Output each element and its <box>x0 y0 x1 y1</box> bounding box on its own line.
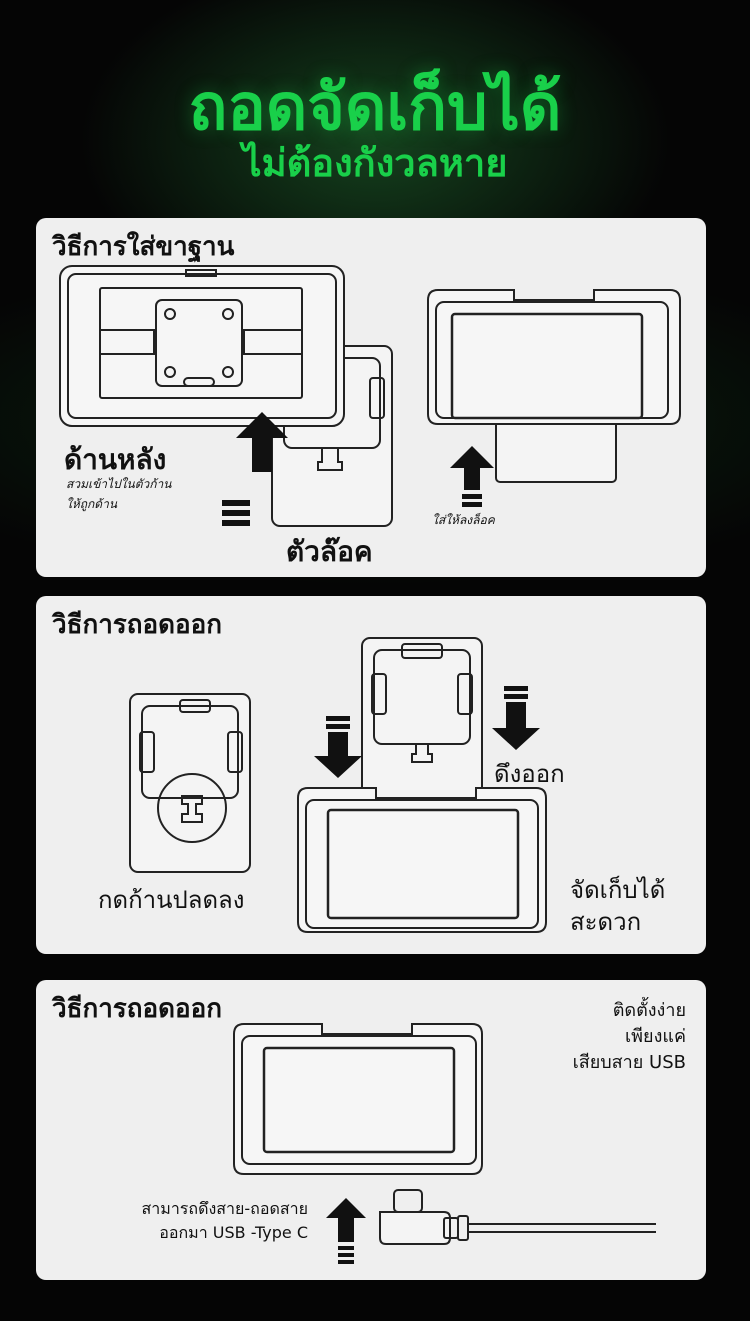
install-base-title: วิธีการใส่ขาฐาน <box>52 232 235 262</box>
usb-illustration <box>233 1023 656 1264</box>
cable-note-line2: ออกมา USB -Type C <box>159 1223 308 1242</box>
usb-panel-title: วิธีการถอดออก <box>52 994 222 1024</box>
back-note-line2: ให้ถูกด้าน <box>66 497 118 511</box>
back-side-label: ด้านหลัง <box>64 443 167 476</box>
back-note-line1: สวมเข้าไปในตัวก้าน <box>66 477 172 491</box>
cable-note-line1: สามารถดึงสาย-ถอดสาย <box>141 1199 308 1218</box>
lock-label: ตัวล๊อค <box>286 535 373 568</box>
easy-install-line1: ติดตั้งง่าย <box>612 1000 686 1021</box>
easy-install-line2: เพียงแค่ <box>625 1026 686 1047</box>
easy-install-line3: เสียบสาย USB <box>572 1052 686 1073</box>
remove-base-panel: วิธีการถอดออก กดก้านปลดลง ดึงออก จัดเก็บ… <box>36 596 706 954</box>
press-release-label: กดก้านปลดลง <box>98 886 245 914</box>
usb-panel: วิธีการถอดออก ติดตั้งง่าย เพียงแค่ เสียบ… <box>36 980 706 1280</box>
remove-base-illustration <box>129 637 547 933</box>
remove-base-title: วิธีการถอดออก <box>52 610 222 640</box>
storage-line1: จัดเก็บได้ <box>570 876 666 904</box>
page-title: ถอดจัดเก็บได้ <box>188 71 562 145</box>
install-base-illustration <box>59 265 681 527</box>
insert-note: ใส่ให้ลงล็อค <box>432 513 495 527</box>
install-base-panel: วิธีการใส่ขาฐาน ด้านหลัง สวมเข้าไปในตัวก… <box>36 218 706 577</box>
page-subtitle: ไม่ต้องกังวลหาย <box>242 141 508 185</box>
storage-line2: สะดวก <box>570 908 642 936</box>
pull-out-label: ดึงออก <box>494 760 565 788</box>
